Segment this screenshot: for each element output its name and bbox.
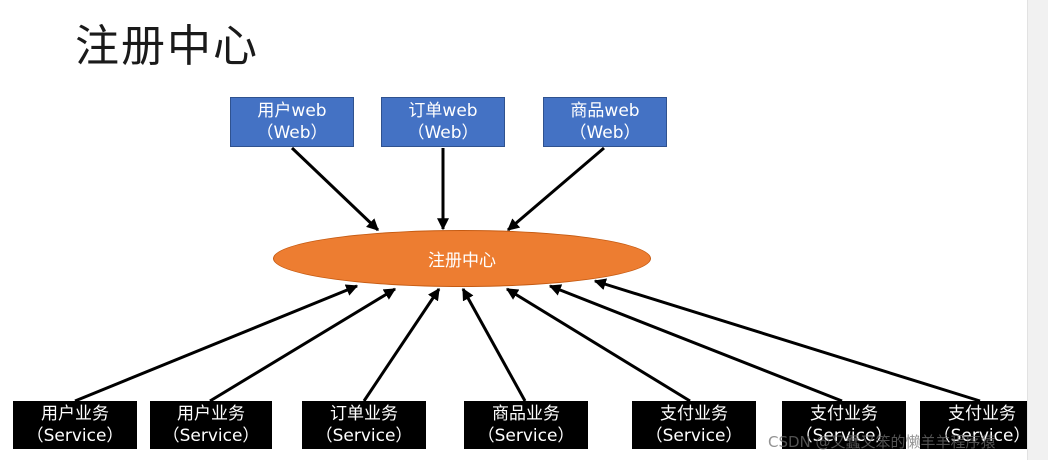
web-node-user: 用户web （Web）: [230, 97, 354, 147]
service-node-payment-1: 支付业务 （Service）: [632, 401, 756, 449]
service-node-name: 支付业务: [948, 404, 1016, 424]
arrow-svc-2: [209, 287, 397, 403]
service-node-name: 订单业务: [330, 404, 398, 424]
web-node-type: （Web）: [407, 123, 479, 143]
web-node-type: （Web）: [569, 123, 641, 143]
page-title: 注册中心: [75, 21, 259, 72]
service-node-type: （Service）: [315, 426, 413, 446]
service-node-order: 订单业务 （Service）: [302, 401, 426, 449]
service-node-user-2: 用户业务 （Service）: [150, 401, 272, 449]
service-node-type: （Service）: [933, 426, 1031, 446]
service-node-name: 支付业务: [810, 404, 878, 424]
arrow-web-3: [507, 146, 605, 232]
watermark-text: CSDN @又蠢又笨的懒羊羊程序猿: [768, 433, 996, 451]
service-node-name: 用户业务: [177, 404, 245, 424]
web-node-name: 订单web: [408, 101, 478, 121]
arrow-svc-1: [74, 284, 359, 403]
web-node-type: （Web）: [256, 123, 328, 143]
service-node-type: （Service）: [795, 426, 893, 446]
service-node-name: 支付业务: [660, 404, 728, 424]
arrow-web-1: [290, 146, 380, 232]
arrow-svc-7: [593, 278, 981, 403]
web-node-name: 用户web: [257, 101, 327, 121]
service-node-user-1: 用户业务 （Service）: [13, 401, 137, 449]
registry-center-node: 注册中心: [273, 230, 651, 287]
web-node-order: 订单web （Web）: [381, 97, 505, 147]
service-node-payment-2: 支付业务 （Service）: [782, 401, 906, 449]
arrow-svc-3: [362, 288, 441, 402]
arrow-svc-5: [505, 287, 691, 403]
service-node-type: （Service）: [477, 426, 575, 446]
service-node-type: （Service）: [26, 426, 124, 446]
service-node-type: （Service）: [645, 426, 743, 446]
service-node-type: （Service）: [162, 426, 260, 446]
web-node-product: 商品web （Web）: [543, 97, 667, 147]
service-node-payment-3: 支付业务 （Service）: [920, 401, 1044, 449]
web-node-name: 商品web: [570, 101, 640, 121]
registry-center-label: 注册中心: [428, 251, 496, 271]
service-node-name: 商品业务: [492, 404, 560, 424]
arrow-svc-6: [548, 284, 843, 403]
service-node-product: 商品业务 （Service）: [464, 401, 588, 449]
service-node-name: 用户业务: [41, 404, 109, 424]
vertical-scrollbar[interactable]: [1027, 0, 1048, 460]
arrow-svc-4: [461, 287, 527, 402]
